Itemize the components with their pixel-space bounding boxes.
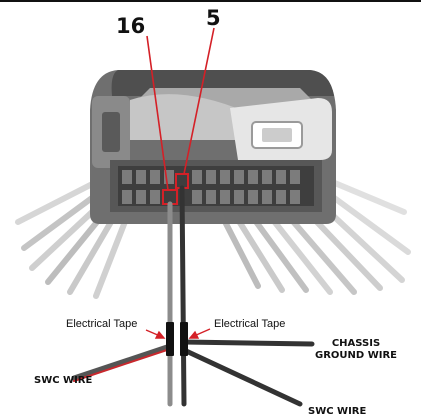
top-border — [0, 0, 421, 2]
tape-right-label: Electrical Tape — [214, 318, 285, 330]
pin-16-label: 16 — [116, 14, 145, 38]
tape-right — [180, 322, 188, 356]
chassis-label-line1: CHASSIS — [332, 338, 380, 349]
swc-wire-left-label: SWC WIRE — [34, 375, 93, 386]
pin-16-leader — [146, 35, 169, 191]
electrical-tape — [166, 322, 188, 356]
tape-left — [166, 322, 174, 356]
swc-wire-right — [181, 347, 303, 407]
tape-arrows — [145, 328, 211, 339]
branch-wires — [71, 339, 315, 407]
chassis-label-line2: GROUND WIRE — [315, 350, 397, 361]
pin-cavities — [122, 170, 300, 204]
pin-5-wire — [179, 185, 187, 407]
pin-5-label: 5 — [206, 6, 221, 30]
chassis-wire — [181, 339, 315, 347]
pin-5-leader — [183, 27, 215, 175]
callout-lines — [146, 27, 215, 191]
swc-wire-right-label: SWC WIRE — [308, 406, 367, 417]
swc-wire-left — [71, 343, 173, 381]
main-wires — [167, 185, 187, 407]
tape-left-label: Electrical Tape — [66, 318, 137, 330]
